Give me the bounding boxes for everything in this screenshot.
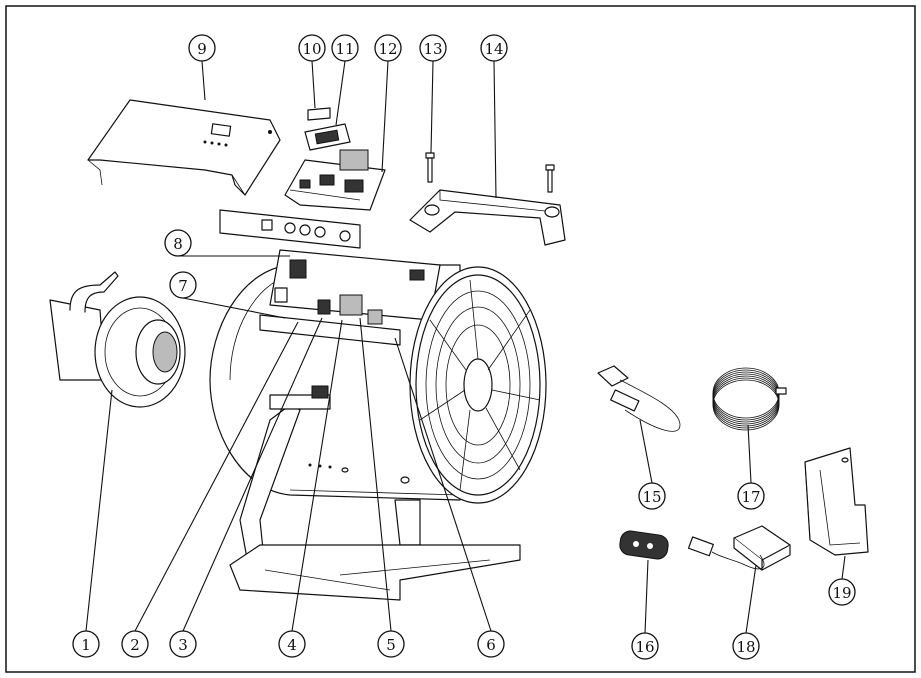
- leader-line-7: [182, 297, 286, 319]
- callout-circle: [72, 630, 100, 658]
- part-electrical-tray: [259, 249, 441, 346]
- callout-label: 18: [736, 638, 755, 656]
- callout-label: 15: [642, 488, 661, 506]
- callout-circle: [737, 482, 765, 510]
- callout-circle: [631, 632, 659, 660]
- callout-16: 16: [631, 632, 659, 660]
- callout-9: 9: [188, 34, 216, 62]
- callout-14: 14: [480, 34, 508, 62]
- callout-label: 14: [484, 40, 503, 58]
- part-top-cover: [87, 99, 281, 196]
- leader-line-19: [841, 555, 846, 580]
- callout-label: 1: [81, 636, 91, 654]
- callout-1: 1: [72, 630, 100, 658]
- part-display-module: [304, 123, 351, 151]
- callout-5: 5: [377, 630, 405, 658]
- callout-circle: [480, 34, 508, 62]
- part-remote: [619, 530, 669, 560]
- callout-label: 7: [178, 277, 188, 295]
- callout-7: 7: [169, 271, 197, 299]
- leader-line-15: [639, 419, 653, 484]
- leader-line-4: [291, 319, 343, 632]
- callout-circle: [121, 630, 149, 658]
- part-screws: [425, 152, 555, 193]
- part-coiled-cable: [712, 367, 787, 431]
- callout-11: 11: [331, 34, 359, 62]
- callout-label: 4: [287, 636, 297, 654]
- callout-circle: [298, 34, 326, 62]
- leader-line-13: [430, 60, 434, 154]
- callout-19: 19: [828, 578, 856, 606]
- callout-label: 19: [832, 584, 851, 602]
- callout-label: 12: [378, 40, 397, 58]
- part-stand-frame: [229, 385, 521, 601]
- callout-label: 3: [178, 636, 188, 654]
- callout-circle: [377, 630, 405, 658]
- diagram-frame: [5, 5, 916, 673]
- leader-line-1: [85, 389, 113, 632]
- part-motor: [49, 271, 186, 408]
- callout-8: 8: [164, 229, 192, 257]
- part-handle: [409, 189, 566, 246]
- leader-lines: [85, 60, 846, 634]
- leader-line-17: [747, 424, 752, 484]
- callout-15: 15: [638, 482, 666, 510]
- callout-6: 6: [477, 630, 505, 658]
- callout-4: 4: [278, 630, 306, 658]
- callout-13: 13: [419, 34, 447, 62]
- part-fan-grille: [409, 266, 547, 504]
- callout-18: 18: [732, 632, 760, 660]
- callout-label: 8: [173, 235, 183, 253]
- callout-circle: [331, 34, 359, 62]
- callout-circle: [732, 632, 760, 660]
- callout-circle: [638, 482, 666, 510]
- callout-circle: [477, 630, 505, 658]
- callout-label: 17: [741, 488, 760, 506]
- callout-circle: [164, 229, 192, 257]
- leader-line-10: [311, 60, 316, 109]
- part-wall-bracket: [804, 447, 869, 556]
- callout-label: 16: [635, 638, 654, 656]
- leader-line-11: [335, 60, 346, 126]
- callout-circle: [374, 34, 402, 62]
- leader-line-12: [381, 60, 389, 173]
- callout-label: 5: [386, 636, 396, 654]
- callout-circle: [188, 34, 216, 62]
- part-terminal-rail: [219, 209, 361, 249]
- callout-circle: [278, 630, 306, 658]
- callout-label: 13: [423, 40, 442, 58]
- callout-17: 17: [737, 482, 765, 510]
- part-power-cord: [597, 365, 681, 432]
- callout-circle: [419, 34, 447, 62]
- leader-line-18: [745, 564, 757, 634]
- leader-line-2: [134, 321, 299, 632]
- callout-circle: [828, 578, 856, 606]
- leader-line-6: [394, 337, 492, 632]
- callout-10: 10: [298, 34, 326, 62]
- leader-line-9: [201, 60, 206, 101]
- leader-line-14: [493, 60, 497, 199]
- leader-line-16: [644, 559, 649, 634]
- callout-label: 2: [130, 636, 140, 654]
- callout-2: 2: [121, 630, 149, 658]
- callout-label: 9: [197, 40, 207, 58]
- leader-line-5: [359, 317, 392, 632]
- callout-circle: [169, 271, 197, 299]
- callout-circle: [169, 630, 197, 658]
- leader-line-3: [182, 317, 323, 632]
- part-control-box: [687, 525, 791, 571]
- callout-label: 10: [302, 40, 321, 58]
- part-display-cover: [307, 107, 331, 121]
- callout-label: 6: [486, 636, 496, 654]
- callout-label: 11: [335, 40, 354, 58]
- callout-3: 3: [169, 630, 197, 658]
- part-control-board: [284, 149, 386, 211]
- callout-12: 12: [374, 34, 402, 62]
